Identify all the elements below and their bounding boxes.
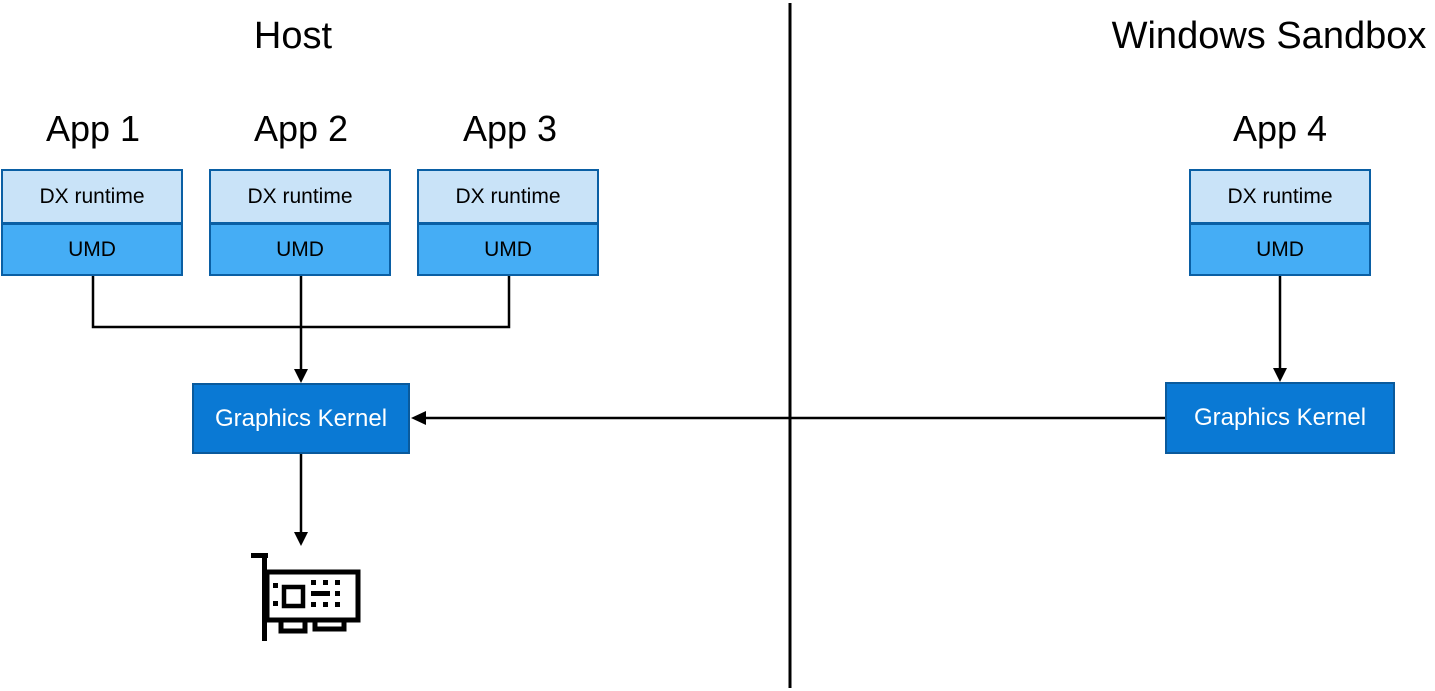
app3-umd-box: UMD xyxy=(419,222,597,274)
app3-stack: DX runtime UMD xyxy=(417,169,599,276)
host-section-title: Host xyxy=(253,15,333,57)
apps-to-kernel-arrowhead-icon xyxy=(294,369,308,383)
app3-dx-runtime-box: DX runtime xyxy=(419,171,597,222)
app2-stack: DX runtime UMD xyxy=(209,169,391,276)
app1-label: App 1 xyxy=(45,108,141,149)
app4-label: App 4 xyxy=(1232,108,1328,149)
app4-stack: DX runtime UMD xyxy=(1189,169,1371,276)
app2-dx-runtime-box: DX runtime xyxy=(211,171,389,222)
app1-stack: DX runtime UMD xyxy=(1,169,183,276)
sandbox-graphics-kernel-box: Graphics Kernel xyxy=(1165,382,1395,454)
kernel-to-gpu-arrowhead-icon xyxy=(294,532,308,546)
app4-umd-box: UMD xyxy=(1191,222,1369,274)
host-graphics-kernel-box: Graphics Kernel xyxy=(192,383,410,454)
app2-label: App 2 xyxy=(253,108,349,149)
app3-label: App 3 xyxy=(462,108,558,149)
app1-umd-box: UMD xyxy=(3,222,181,274)
app1-dx-runtime-box: DX runtime xyxy=(3,171,181,222)
app4-dx-runtime-box: DX runtime xyxy=(1191,171,1369,222)
app4-to-kernel-arrowhead-icon xyxy=(1273,368,1287,382)
gpu-card-icon xyxy=(251,553,361,641)
app2-umd-box: UMD xyxy=(211,222,389,274)
sandbox-section-title: Windows Sandbox xyxy=(1111,15,1427,57)
sandbox-to-host-kernel-arrowhead-icon xyxy=(411,411,426,425)
